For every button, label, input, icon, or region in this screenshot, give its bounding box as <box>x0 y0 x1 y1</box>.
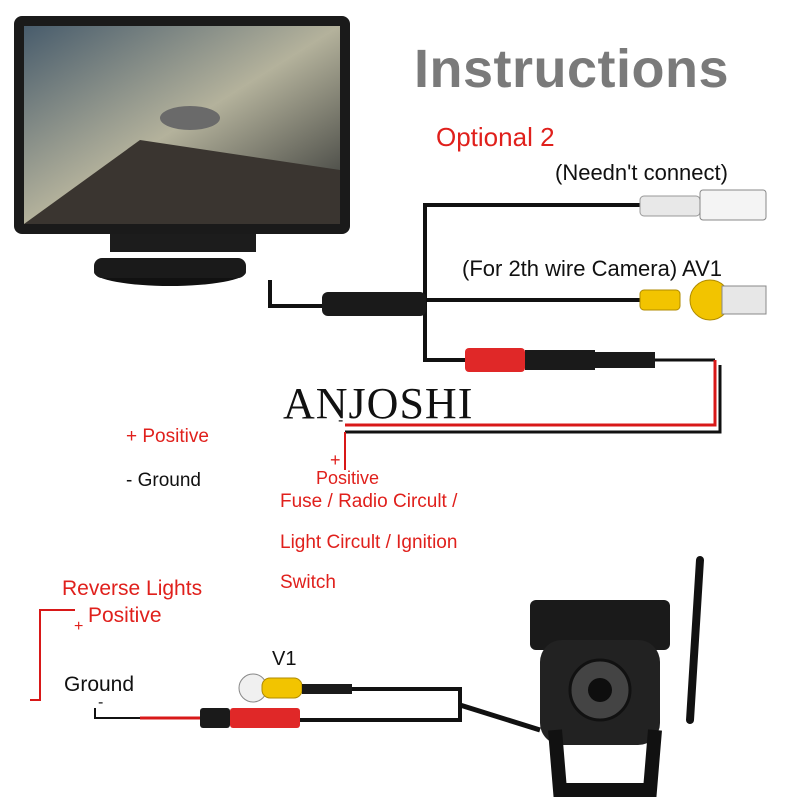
camera-yellow-rca <box>238 673 352 703</box>
ground-label: Ground <box>64 673 135 696</box>
black-wires <box>268 203 640 362</box>
legend-positive: + Positive <box>126 426 209 447</box>
monitor <box>14 16 350 286</box>
reverse-lights-label: Reverse Lights <box>62 577 203 600</box>
v1-label: V1 <box>272 648 297 670</box>
optional-2-label: Optional 2 <box>436 122 555 152</box>
power-minus-sign: - <box>338 412 344 429</box>
red-power-connector <box>465 348 715 372</box>
backup-camera <box>530 556 704 797</box>
ground-minus-sign: - <box>98 694 104 711</box>
inline-connector <box>322 292 426 316</box>
watermark: ANJOSHI <box>283 379 474 428</box>
camera-red-plug <box>200 708 300 728</box>
power-source-line2: Light Circult / Ignition <box>280 532 458 553</box>
power-source-line3: Switch <box>280 572 336 593</box>
power-plus-sign: + <box>330 450 341 470</box>
reverse-positive-label: Positive <box>88 604 162 627</box>
yellow-rca-connector <box>639 279 767 321</box>
page-title: Instructions <box>414 39 730 99</box>
white-rca-connector <box>639 189 767 221</box>
neednt-connect-label: (Needn't connect) <box>555 160 728 185</box>
for-2th-wire-label: (For 2th wire Camera) AV1 <box>462 256 723 281</box>
reverse-plus-sign: + <box>74 618 84 635</box>
power-positive-label: Positive <box>316 468 380 488</box>
power-source-line1: Fuse / Radio Circult / <box>280 491 458 512</box>
legend-ground: - Ground <box>126 470 201 491</box>
